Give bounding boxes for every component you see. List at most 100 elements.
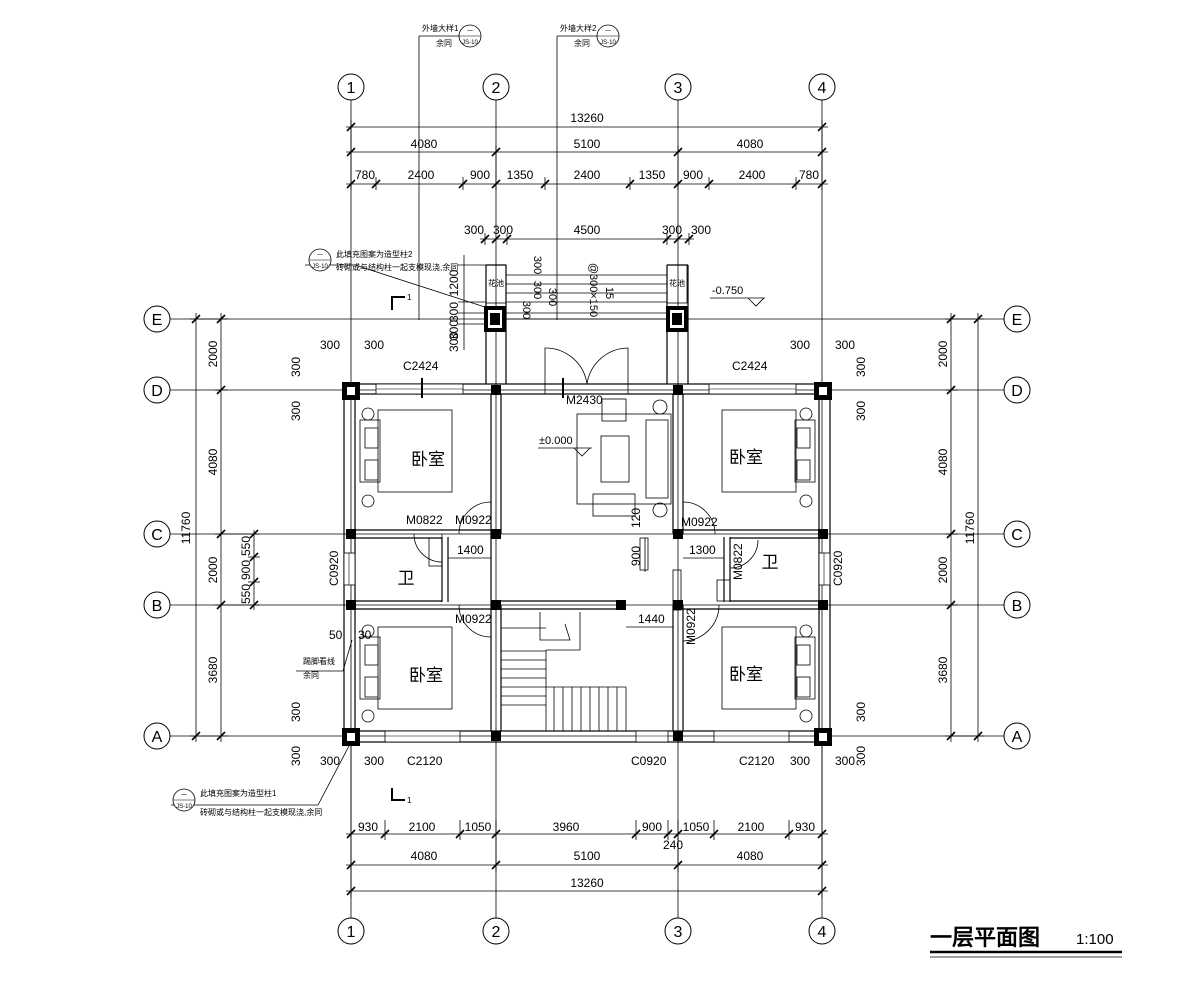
dim-right-seg-1: 4080	[936, 448, 950, 475]
ref-col1-top: 一	[181, 793, 187, 799]
dim-left-cb-2: 550	[239, 584, 253, 604]
living-room-furniture	[576, 398, 672, 518]
tag-m2430: M2430	[566, 393, 603, 407]
axis-bubble-2-top	[482, 73, 510, 101]
dim-corner-tr-0: 300	[790, 338, 810, 352]
dim-porch-3: 300	[662, 223, 682, 237]
dim-bot-l1-1: 2100	[409, 820, 436, 834]
tag-c2120-right: C2120	[739, 754, 775, 768]
bottom-dimension-ticks	[346, 829, 827, 896]
tag-m0922-b: M0922	[681, 515, 718, 529]
inner-dim-50: 50	[329, 628, 343, 642]
ref-wall1-top: 一	[467, 29, 473, 35]
dim-bot-l1-4: 900	[642, 820, 662, 834]
axis-label-1-top: 1	[347, 80, 356, 97]
dim-corner-tr-1: 300	[835, 338, 855, 352]
dim-top-l3-5: 1350	[639, 168, 666, 182]
dim-wall-a-top-right: 300	[854, 702, 868, 722]
dim-right-total: 11760	[963, 511, 977, 544]
room-bedroom-bottom-left: 卧室	[409, 666, 443, 685]
section-marks	[391, 296, 405, 801]
note-wall2-sub: 余同	[574, 38, 590, 48]
dim-top-total: 13260	[570, 111, 604, 125]
windows	[343, 383, 831, 743]
dim-porch-1: 300	[493, 223, 513, 237]
axis-label-B-left: B	[152, 598, 163, 615]
room-bedroom-top-left: 卧室	[411, 450, 445, 469]
flower-bed-right: 花池	[669, 278, 685, 288]
drawing-scale: 1:100	[1076, 931, 1114, 948]
axis-bubble-4-bottom	[808, 917, 836, 945]
tag-c2120-left: C2120	[407, 754, 443, 768]
dim-wall-d-bot-left: 300	[289, 401, 303, 421]
room-bath-left: 卫	[398, 569, 415, 588]
axis-label-D-right: D	[1011, 383, 1023, 400]
dim-left-seg-2: 2000	[206, 556, 220, 583]
top-dimension-ticks	[346, 122, 827, 244]
section-mark-top: 1	[407, 293, 412, 302]
room-bedroom-bottom-right: 卧室	[729, 665, 763, 684]
axis-label-4-top: 4	[818, 80, 827, 97]
bed-bottom-left	[377, 626, 453, 710]
inner-dim-lines	[448, 538, 724, 628]
bed-top-right	[721, 409, 797, 493]
level-mark-porch	[710, 297, 765, 307]
axis-label-C-right: C	[1011, 527, 1023, 544]
dim-top-l2-2: 4080	[737, 137, 764, 151]
window-c2120-left	[384, 730, 461, 743]
note-col1-line1: 此填充图案为造型柱1	[200, 788, 277, 798]
dim-bot-total: 13260	[570, 876, 604, 890]
sofa	[645, 419, 669, 499]
ref-wall2-top: 一	[605, 29, 611, 35]
dim-left-total: 11760	[179, 511, 193, 544]
tag-c0920-right: C0920	[831, 550, 845, 586]
dim-corner-br-1: 300	[835, 754, 855, 768]
stair-dim-1: 300	[531, 256, 543, 274]
dim-left-seg-1: 4080	[206, 448, 220, 475]
dim-top-l3-8: 780	[799, 168, 819, 182]
flower-bed-left: 花池	[488, 278, 504, 288]
tag-c2424-right: C2424	[732, 359, 768, 373]
bedroom-furniture	[359, 407, 816, 723]
dim-corner-tl-1: 300	[364, 338, 384, 352]
porch-dim-1: 1200	[447, 269, 461, 296]
dim-bot-l1-0: 930	[358, 820, 378, 834]
dim-top-l3-6: 900	[683, 168, 703, 182]
title-underline	[930, 950, 1122, 958]
tag-c2424-left: C2424	[403, 359, 439, 373]
detail-callout-lines	[171, 35, 611, 806]
axis-bubble-1-top	[337, 73, 365, 101]
dim-bot-l2-1: 5100	[574, 849, 601, 863]
axis-bubble-E-right	[1003, 305, 1031, 333]
step-spec: @300×150	[587, 263, 599, 317]
note-wall1-title: 外墙大样1	[422, 23, 459, 33]
dim-porch-0: 300	[464, 223, 484, 237]
dim-corner-bl-1: 300	[364, 754, 384, 768]
dim-wall-a-bot-left: 300	[289, 746, 303, 766]
tag-c0920-left: C0920	[327, 550, 341, 586]
section-mark-bottom: 1	[407, 796, 412, 805]
porch-dim-0: 300	[447, 320, 461, 340]
level-mark-floor	[538, 447, 592, 457]
bed-bottom-right	[721, 626, 797, 710]
axis-label-A-right: A	[1012, 729, 1023, 746]
dim-bot-l1-7: 930	[795, 820, 815, 834]
note-col1-line2: 砖砌或与结构柱一起支模现浇,余同	[200, 807, 322, 817]
inner-dim-1400: 1400	[457, 543, 484, 557]
axis-bubble-E-left	[143, 305, 171, 333]
bottom-dimension-lines	[346, 740, 828, 898]
axis-bubble-C-right	[1003, 520, 1031, 548]
dim-corner-br-0: 300	[790, 754, 810, 768]
side-dimension-ticks	[191, 314, 983, 741]
axis-label-3-top: 3	[674, 80, 683, 97]
dim-bot-l2-2: 4080	[737, 849, 764, 863]
dim-top-l3-2: 900	[470, 168, 490, 182]
tag-m0822-left: M0822	[406, 513, 443, 527]
axis-bubble-D-left	[143, 376, 171, 404]
axis-bubble-D-right	[1003, 376, 1031, 404]
axis-label-2-bottom: 2	[492, 924, 501, 941]
dim-bot-l1-2: 1050	[465, 820, 492, 834]
stair-dim-3: 300	[520, 301, 532, 319]
ref-wall1-bot: JS-10	[462, 40, 478, 46]
